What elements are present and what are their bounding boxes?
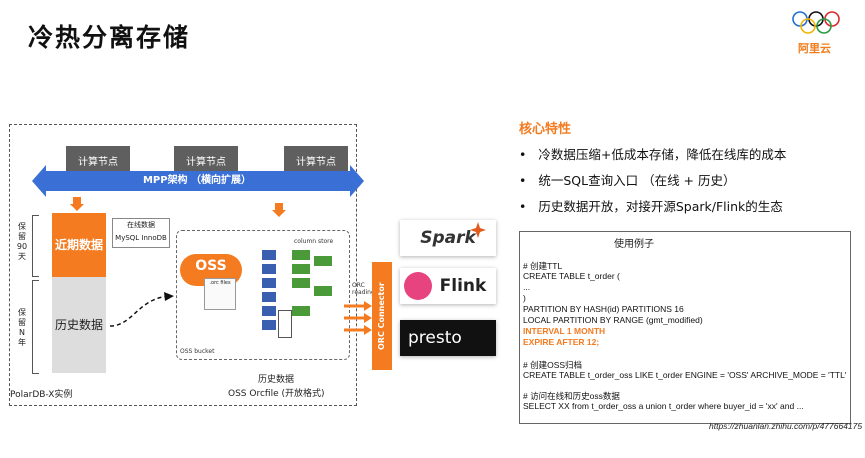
dashed-arrow (109, 292, 174, 327)
code-line: # 创建OSS归档 (523, 360, 583, 370)
flink-label: Flink (439, 276, 487, 296)
code-line-highlight: INTERVAL 1 MONTH (523, 326, 606, 336)
history-data-block: 历史数据 (52, 277, 106, 373)
feature-bullet: •历史数据开放，对接开源Spark/Flink的生态 (519, 199, 783, 214)
spark-label: Spark (420, 228, 476, 248)
polardb-caption: PolarDB-X实例 (10, 390, 73, 400)
presto-logo: presto (400, 320, 496, 356)
features-heading: 核心特性 (519, 122, 572, 137)
oss-label: OSS (195, 258, 227, 274)
mpp-right-arrow (350, 165, 364, 197)
spark-star-icon (470, 222, 486, 238)
retain-90-label: 保留90天 (16, 222, 28, 261)
slide-title: 冷热分离存储 (28, 23, 191, 52)
history-caption: 历史数据 (258, 375, 295, 385)
oss-orcfile-caption: OSS Orcfile (开放格式) (228, 389, 325, 399)
example-title: 使用例子 (614, 239, 654, 250)
orc-files-box: .orc files (204, 278, 236, 310)
polardb-frame (9, 124, 357, 406)
mysql-box: 在线数据 MySQL InnoDB (112, 218, 170, 248)
bracket-n (32, 280, 39, 374)
aliyun-logo: 阿里云 (798, 42, 831, 55)
code-line: PARTITION BY HASH(id) PARTITIONS 16 (523, 304, 684, 314)
code-line: ) (523, 293, 526, 303)
down-arrow-icon (70, 197, 84, 211)
near-data-block: 近期数据 (52, 213, 106, 277)
code-line: ... (523, 282, 531, 292)
feature-bullet: •统一SQL查询入口 （在线 + 历史） (519, 173, 736, 188)
code-line: # 访问在线和历史oss数据 (523, 391, 620, 401)
orc-reading-label: ORC reading (352, 282, 375, 296)
code-line: LOCAL PARTITION BY RANGE (gmt_modified) (523, 315, 703, 325)
code-line: # 创建TTL (523, 261, 563, 271)
down-arrow-icon (272, 203, 286, 217)
code-line: SELECT XX from t_order_oss a union t_ord… (523, 401, 804, 411)
flink-squirrel-icon (404, 272, 432, 300)
column-store-label: column store (294, 238, 334, 245)
feature-bullet: •冷数据压缩+低成本存储，降低在线库的成本 (519, 147, 787, 162)
spark-logo: Spark (400, 220, 496, 256)
oss-bucket-box (176, 230, 350, 360)
mysql-label: MySQL InnoDB (115, 234, 167, 242)
example-box (519, 231, 851, 424)
oss-bucket-label: OSS bucket (180, 348, 215, 355)
mpp-label: MPP架构 （横向扩展） (142, 175, 252, 186)
orc-arrows (344, 301, 372, 335)
code-line: CREATE TABLE t_order_oss LIKE t_order EN… (523, 370, 847, 380)
source-url: https://zhuanlan.zhihu.com/p/477664175 (709, 421, 863, 431)
presto-label: presto (408, 328, 462, 348)
code-line: CREATE TABLE t_order ( (523, 271, 620, 281)
orc-connector-bar: ORC Connector (372, 262, 392, 370)
column-store-graphic (262, 246, 332, 342)
retain-n-label: 保留N年 (18, 308, 26, 347)
mpp-bar (42, 171, 352, 191)
olympic-rings-logo (792, 11, 840, 34)
online-data-label: 在线数据 (127, 221, 155, 229)
bracket-90 (32, 215, 39, 277)
code-line-highlight: EXPIRE AFTER 12; (523, 337, 600, 347)
